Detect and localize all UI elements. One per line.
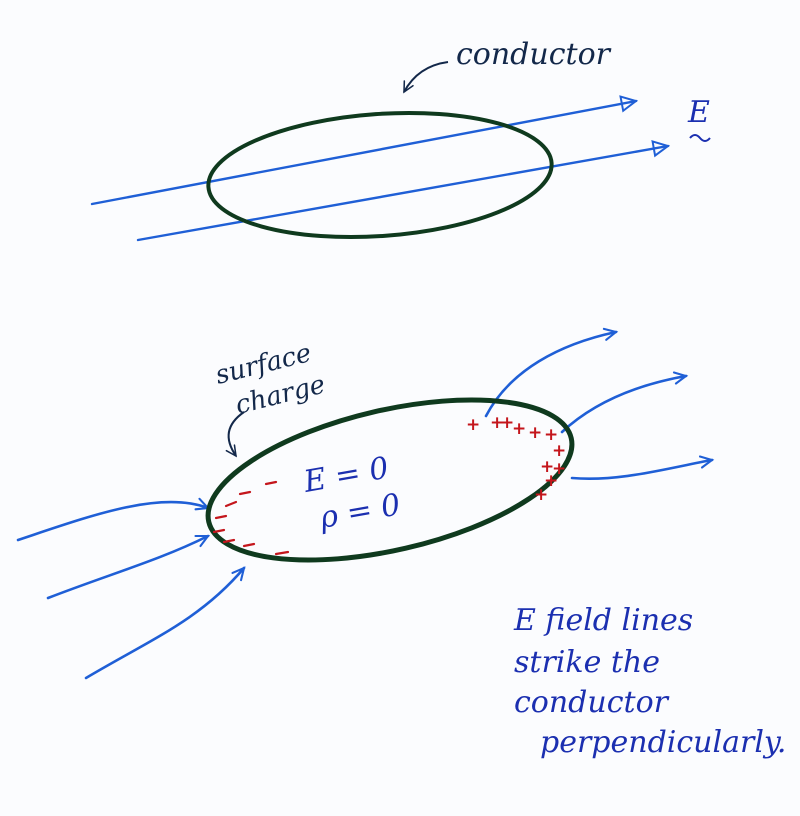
- positive-charge: +: [552, 441, 566, 461]
- positive-charge: +: [552, 459, 566, 479]
- field-vector-label: E: [687, 95, 710, 130]
- note-line-1: E field lines: [513, 603, 693, 638]
- positive-surface-charges: + + + + + + + + + + +: [466, 413, 566, 505]
- negative-charge: [264, 480, 278, 486]
- bottom-conductor-outline: [205, 397, 575, 563]
- top-conductor-outline: [206, 110, 554, 240]
- negative-charge: [222, 538, 236, 544]
- positive-charge: +: [490, 413, 504, 433]
- top-diagram: conductor E: [90, 37, 711, 242]
- negative-charge: [274, 550, 290, 556]
- positive-charge: +: [466, 415, 480, 435]
- negative-charge: [224, 500, 238, 508]
- top-field-line-upper: [90, 101, 636, 206]
- positive-charge: +: [540, 457, 554, 477]
- positive-charge: +: [512, 419, 526, 439]
- positive-charge: +: [500, 413, 514, 433]
- note-line-4: perpendicularly.: [540, 725, 786, 760]
- positive-charge: +: [528, 423, 542, 443]
- negative-charge: [238, 490, 252, 496]
- left-field-line-1: [16, 497, 211, 542]
- right-field-line-3: [570, 455, 715, 480]
- note-line-2: strike the: [514, 645, 660, 680]
- conductor-pointer-arrow: [403, 61, 449, 94]
- positive-charge: +: [544, 471, 558, 491]
- positive-charge: +: [544, 425, 558, 445]
- negative-charge: [214, 514, 228, 520]
- note-line-3: conductor: [514, 685, 670, 720]
- top-field-line-lower: [136, 146, 668, 242]
- left-field-line-2: [46, 534, 211, 600]
- negative-charge: [242, 542, 256, 548]
- surface-charge-pointer-arrow: [225, 411, 245, 458]
- left-field-line-3: [84, 566, 246, 680]
- negative-surface-charges: [212, 480, 290, 556]
- explanatory-note: E field lines strike the conductor perpe…: [513, 603, 786, 760]
- positive-charge: +: [534, 485, 548, 505]
- conductor-label: conductor: [456, 37, 612, 72]
- right-field-line-2: [560, 371, 689, 434]
- negative-charge: [212, 528, 226, 534]
- vector-tilde-mark: [689, 134, 711, 142]
